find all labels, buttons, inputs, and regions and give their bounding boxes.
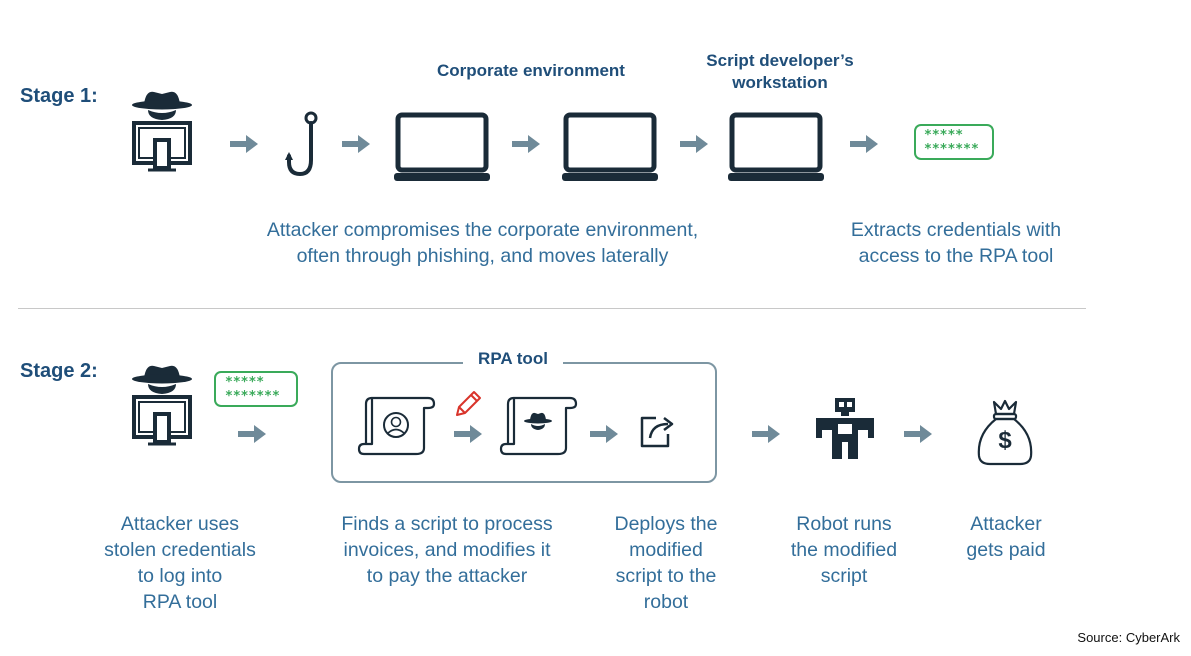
modify-description: Finds a script to process invoices, and … (318, 511, 576, 589)
password-line-1: ***** (225, 375, 265, 390)
laptop-icon (394, 112, 490, 181)
robot-icon (816, 398, 874, 459)
hacker-icon (132, 91, 192, 172)
paid-description-line-2: gets paid (966, 539, 1046, 561)
arrow-icon (850, 135, 878, 153)
robot-description-line-3: script (820, 565, 868, 587)
login-description-line-1: Attacker uses (120, 513, 240, 535)
arrow-icon (230, 135, 258, 153)
password-icon: ***** ******* (914, 124, 994, 160)
arrow-icon (680, 135, 708, 153)
source-credit: Source: CyberArk (1077, 630, 1180, 645)
paid-description-line-1: Attacker (970, 513, 1042, 535)
deploy-description-line-3: script to the (615, 565, 717, 587)
login-description-line-3: to log into (137, 565, 223, 587)
login-description: Attacker uses stolen credentials to log … (80, 511, 280, 615)
arrow-icon (752, 425, 780, 443)
extract-description-line-2: access to the RPA tool (858, 245, 1054, 267)
login-description-line-2: stolen credentials (104, 539, 256, 561)
robot-description-line-2: the modified (790, 539, 898, 561)
arrow-icon (590, 425, 618, 443)
password-line-2: ******* (924, 142, 979, 157)
money-symbol: $ (998, 427, 1012, 454)
pencil-icon (456, 391, 481, 416)
money-bag-shape (977, 399, 1033, 466)
paid-description: Attacker gets paid (946, 511, 1066, 563)
modify-description-line-3: to pay the attacker (366, 565, 528, 587)
arrow-icon (238, 425, 266, 443)
deploy-icon (640, 416, 674, 448)
arrow-icon (512, 135, 540, 153)
extract-description-line-1: Extracts credentials with (850, 219, 1062, 241)
login-description-line-4: RPA tool (142, 591, 218, 613)
stage-2-label: Stage 2: (20, 360, 98, 382)
script-icon (499, 396, 578, 456)
hacker-icon (132, 365, 192, 446)
robot-description: Robot runs the modified script (774, 511, 914, 589)
workstation-heading-line-2: workstation (732, 73, 828, 92)
laptop-icon (728, 112, 824, 181)
compromise-description: Attacker compromises the corporate envir… (230, 217, 735, 269)
extract-description: Extracts credentials with access to the … (822, 217, 1090, 269)
script-icon (357, 396, 436, 456)
stage-1-label: Stage 1: (20, 85, 98, 107)
money-bag-icon: $ (974, 398, 1036, 468)
compromise-description-line-1: Attacker compromises the corporate envir… (266, 219, 699, 241)
phishing-hook-icon (285, 111, 318, 177)
deploy-description: Deploys the modified script to the robot (596, 511, 736, 615)
arrow-icon (454, 425, 482, 443)
rpa-tool-label: RPA tool (463, 348, 563, 370)
corporate-environment-heading: Corporate environment (437, 61, 625, 80)
password-line-1: ***** (924, 128, 964, 143)
workstation-heading-line-1: Script developer’s (706, 51, 854, 70)
stage-divider (18, 308, 1086, 309)
modify-description-line-1: Finds a script to process (341, 513, 553, 535)
deploy-description-line-4: robot (643, 591, 689, 613)
compromise-description-line-2: often through phishing, and moves latera… (296, 245, 669, 267)
password-icon: ***** ******* (214, 371, 298, 407)
password-line-2: ******* (225, 389, 280, 404)
arrow-icon (904, 425, 932, 443)
robot-description-line-1: Robot runs (796, 513, 892, 535)
modify-description-line-2: invoices, and modifies it (343, 539, 551, 561)
laptop-icon (562, 112, 658, 181)
deploy-description-line-1: Deploys the (614, 513, 718, 535)
workstation-heading: Script developer’s workstation (680, 50, 880, 94)
deploy-description-line-2: modified (629, 539, 703, 561)
arrow-icon (342, 135, 370, 153)
